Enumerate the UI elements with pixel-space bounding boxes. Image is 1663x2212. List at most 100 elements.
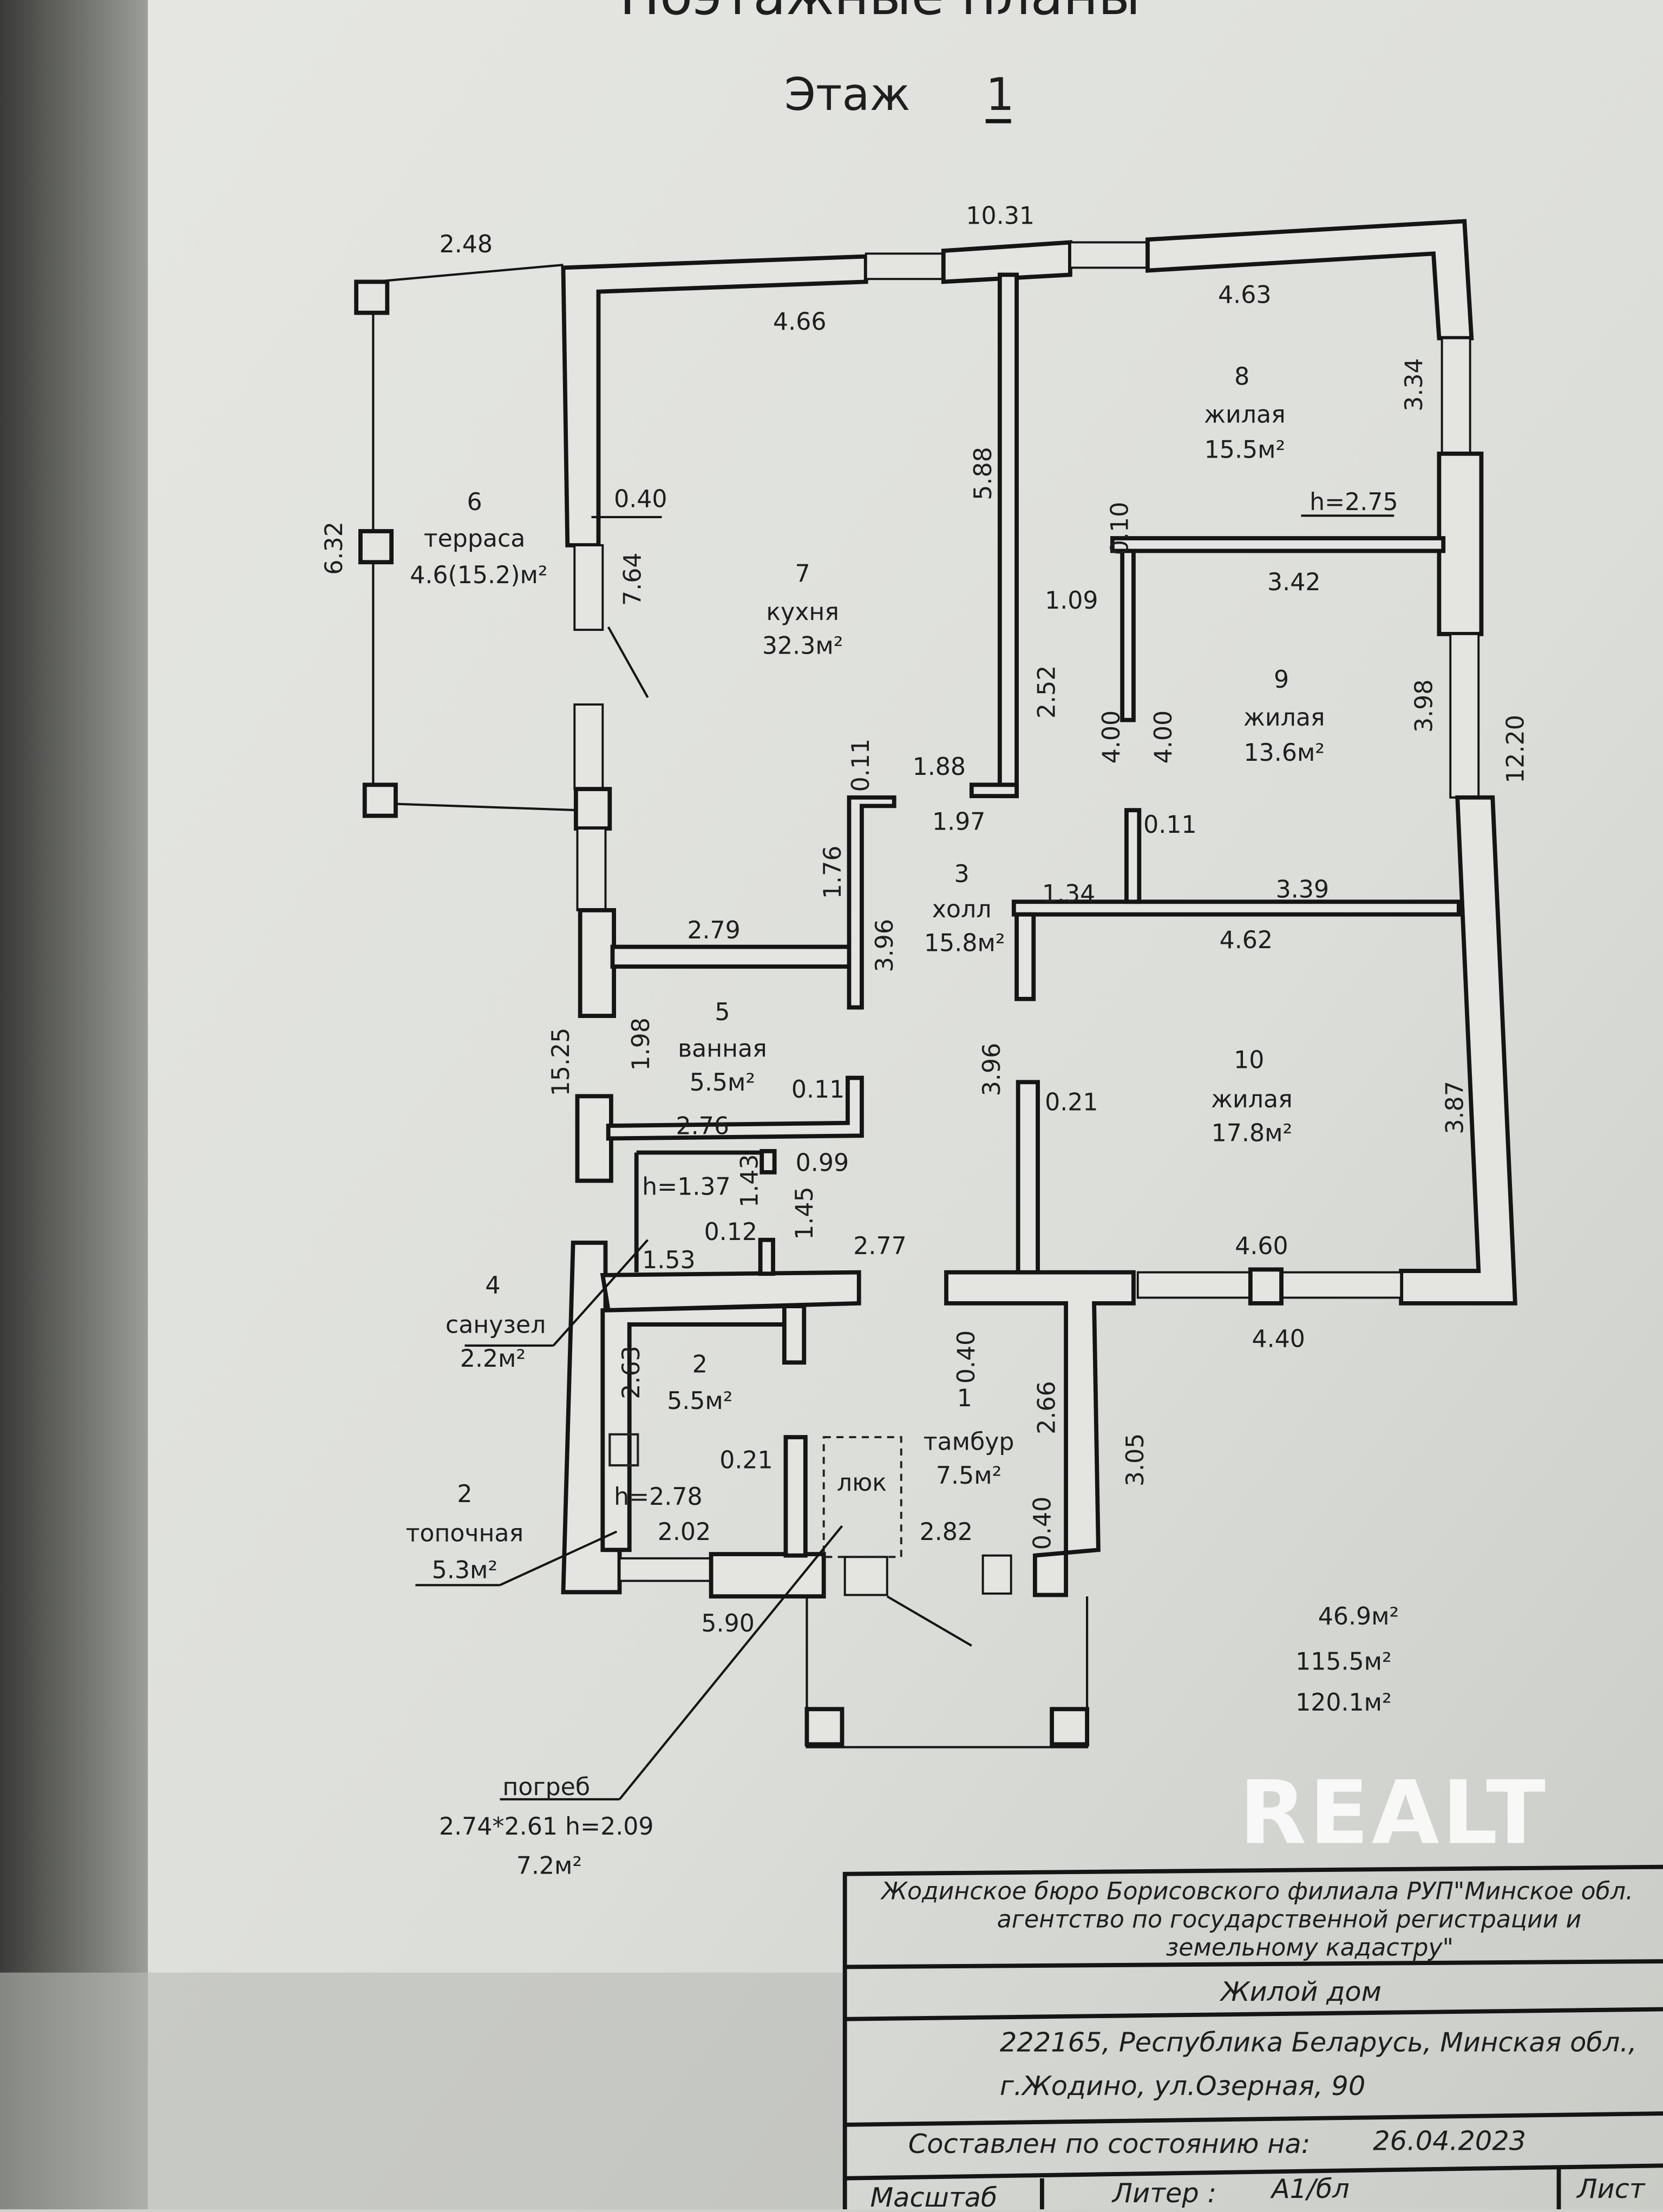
plan-text: топочная bbox=[406, 1520, 523, 1548]
plan-text: 7.5м² bbox=[936, 1462, 1001, 1490]
plan-text: 2 bbox=[457, 1480, 472, 1508]
plan-shape bbox=[1399, 795, 1517, 1306]
plan-shape bbox=[844, 2163, 1663, 2181]
room-boiler: 2 топочная 5.3м² bbox=[406, 1480, 523, 1584]
plan-text: 15.5м² bbox=[1204, 436, 1286, 464]
dimension-label: 7.64 bbox=[619, 552, 647, 605]
plan-shape bbox=[552, 1239, 649, 1347]
dimension-label: 0.11 bbox=[1143, 811, 1196, 839]
dimension-label: 0.10 bbox=[1107, 502, 1134, 555]
plan-shape bbox=[804, 1707, 844, 1747]
dimension-label: 2.63 bbox=[618, 1346, 645, 1399]
title-block: Жодинское бюро Борисовского филиала РУП"… bbox=[842, 1864, 1663, 2212]
plan-shape bbox=[760, 1149, 777, 1174]
plan-shape bbox=[600, 1270, 861, 1313]
dimension-label: 2.66 bbox=[1033, 1381, 1060, 1434]
plan-text: жилая bbox=[1243, 704, 1325, 732]
dimension-label: 4.00 bbox=[1150, 710, 1177, 764]
dimension-label: 1.98 bbox=[627, 1017, 655, 1071]
plan-shape bbox=[573, 703, 604, 791]
plan-text: 17.8м² bbox=[1212, 1120, 1293, 1147]
dimension-label: 1.97 bbox=[932, 808, 985, 836]
plan-text: 2 bbox=[692, 1350, 708, 1378]
plan-shape bbox=[499, 1530, 618, 1587]
plan-shape bbox=[844, 1959, 1663, 1969]
dimension-label: 1.76 bbox=[819, 846, 847, 899]
dimension-label: 1.09 bbox=[1045, 587, 1098, 615]
dimension-label: 2.77 bbox=[853, 1232, 906, 1260]
plan-shape bbox=[607, 626, 649, 699]
dimension-label: 0.40 bbox=[953, 1330, 980, 1384]
plan-shape bbox=[358, 529, 394, 565]
plan-text: Лист bbox=[1576, 2173, 1645, 2204]
plan-shape bbox=[997, 272, 1019, 799]
dimension-label: 1.53 bbox=[642, 1247, 695, 1274]
plan-text: 9 bbox=[1274, 666, 1289, 694]
boiler-symbol bbox=[608, 1433, 639, 1467]
plan-text: 7.2м² bbox=[516, 1852, 582, 1880]
plan-text: 5.5м² bbox=[667, 1387, 732, 1415]
plan-shape bbox=[610, 944, 861, 969]
dimension-label: 3.98 bbox=[1410, 680, 1438, 733]
dimension-label: 0.99 bbox=[796, 1149, 849, 1177]
plan-shape bbox=[847, 795, 896, 1010]
dimension-label: 10.31 bbox=[966, 203, 1035, 230]
plan-shape bbox=[573, 787, 612, 831]
plan-text: 10 bbox=[1234, 1046, 1264, 1074]
realt-watermark: REALT bbox=[1239, 1762, 1548, 1864]
hatch-outline bbox=[822, 1436, 902, 1558]
doc-title: Поэтажные планы bbox=[620, 0, 1141, 27]
plan-shape bbox=[1014, 912, 1036, 1001]
plan-text: 13.6м² bbox=[1244, 739, 1325, 767]
plan-text: жилая bbox=[1211, 1086, 1293, 1113]
plan-text: 222165, Республика Беларусь, Минская обл… bbox=[1000, 2027, 1637, 2058]
plan-text: 5 bbox=[715, 999, 730, 1026]
plan-text: терраса bbox=[424, 525, 526, 553]
plan-shape bbox=[981, 1554, 1012, 1595]
plan-text: А1/бл bbox=[1270, 2173, 1350, 2204]
dimension-label: 3.87 bbox=[1442, 1081, 1469, 1134]
dimension-label: 1.88 bbox=[913, 753, 966, 781]
dimension-label: 1.43 bbox=[736, 1154, 763, 1207]
dimension-label: 1.34 bbox=[1042, 880, 1095, 908]
plan-shape bbox=[1441, 337, 1471, 455]
dimension-label: 4.40 bbox=[1252, 1326, 1305, 1353]
dimension-label: 2.79 bbox=[687, 917, 740, 944]
terrace-outline bbox=[354, 264, 578, 818]
dimension-label: 5.90 bbox=[701, 1610, 754, 1637]
dimension-label: 6.32 bbox=[320, 521, 348, 575]
plan-text: Составлен по состоянию на: bbox=[908, 2128, 1311, 2159]
plan-shape bbox=[1124, 808, 1142, 904]
plan-text: погреб bbox=[502, 1773, 590, 1801]
plan-shape bbox=[783, 1435, 808, 1558]
dimension-label: 2.82 bbox=[920, 1518, 973, 1546]
plan-text: 8 bbox=[1234, 363, 1249, 390]
dimension-label: 4.63 bbox=[1218, 281, 1271, 309]
dimension-label: h=2.78 bbox=[614, 1483, 703, 1511]
plan-text: земельному кадастру" bbox=[1166, 1934, 1454, 1962]
plan-shape bbox=[606, 1075, 864, 1141]
plan-text: 115.5м² bbox=[1295, 1648, 1392, 1675]
plan-text: 1 bbox=[957, 1385, 972, 1412]
plan-shape bbox=[944, 1270, 1136, 1597]
plan-text: Жодинское бюро Борисовского филиала РУП"… bbox=[880, 1878, 1633, 1906]
plan-shape bbox=[844, 2007, 1663, 2021]
plan-text: 5.3м² bbox=[432, 1556, 497, 1584]
plan-text: 46.9м² bbox=[1318, 1603, 1399, 1630]
floor-number: 1 bbox=[986, 68, 1014, 121]
plan-shape bbox=[578, 908, 617, 1018]
dimension-label: 0.11 bbox=[847, 739, 875, 792]
dimension-label: 3.34 bbox=[1400, 358, 1428, 411]
plan-shape bbox=[969, 782, 1019, 799]
plan-shape bbox=[362, 782, 398, 818]
dimension-label: 3.05 bbox=[1122, 1433, 1149, 1486]
shadow bbox=[0, 1972, 845, 2209]
